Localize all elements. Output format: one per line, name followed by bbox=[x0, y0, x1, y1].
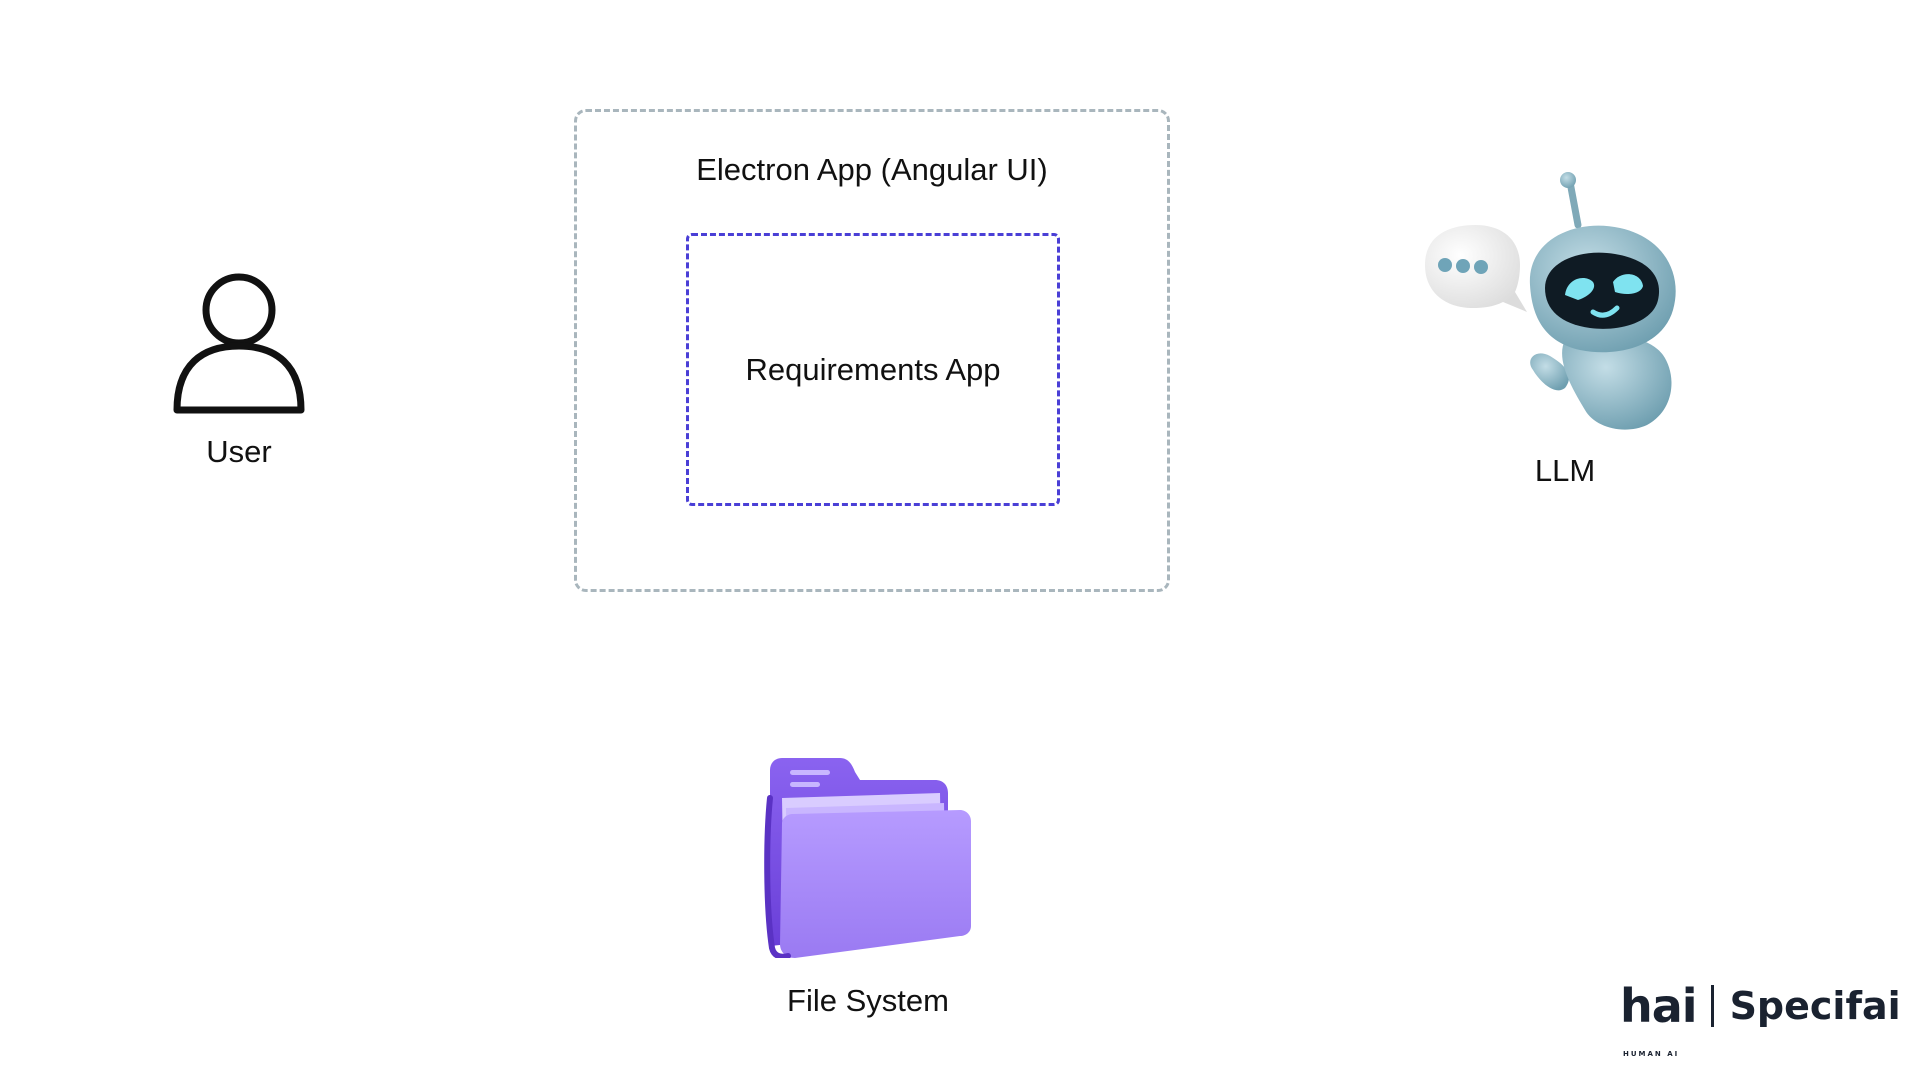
hai-specifai-logo: hai HUMAN AI Specifai bbox=[1620, 976, 1901, 1058]
requirements-app-container: Requirements App bbox=[686, 233, 1060, 506]
user-label: User bbox=[206, 434, 272, 469]
user-icon bbox=[170, 270, 308, 420]
file-system-label: File System bbox=[787, 983, 949, 1018]
folder-icon bbox=[760, 758, 975, 960]
logo-divider bbox=[1710, 985, 1714, 1027]
robot-icon bbox=[1415, 170, 1705, 435]
hai-logo: hai HUMAN AI bbox=[1620, 983, 1698, 1058]
llm-label: LLM bbox=[1534, 453, 1596, 488]
requirements-app-label: Requirements App bbox=[745, 351, 1001, 387]
electron-app-title: Electron App (Angular UI) bbox=[696, 152, 1048, 187]
hai-brand-subtitle: HUMAN AI bbox=[1623, 1050, 1680, 1058]
specifai-product-name: Specifai bbox=[1729, 984, 1901, 1028]
hai-brand-text: hai bbox=[1620, 979, 1698, 1033]
electron-app-container bbox=[574, 109, 1170, 592]
